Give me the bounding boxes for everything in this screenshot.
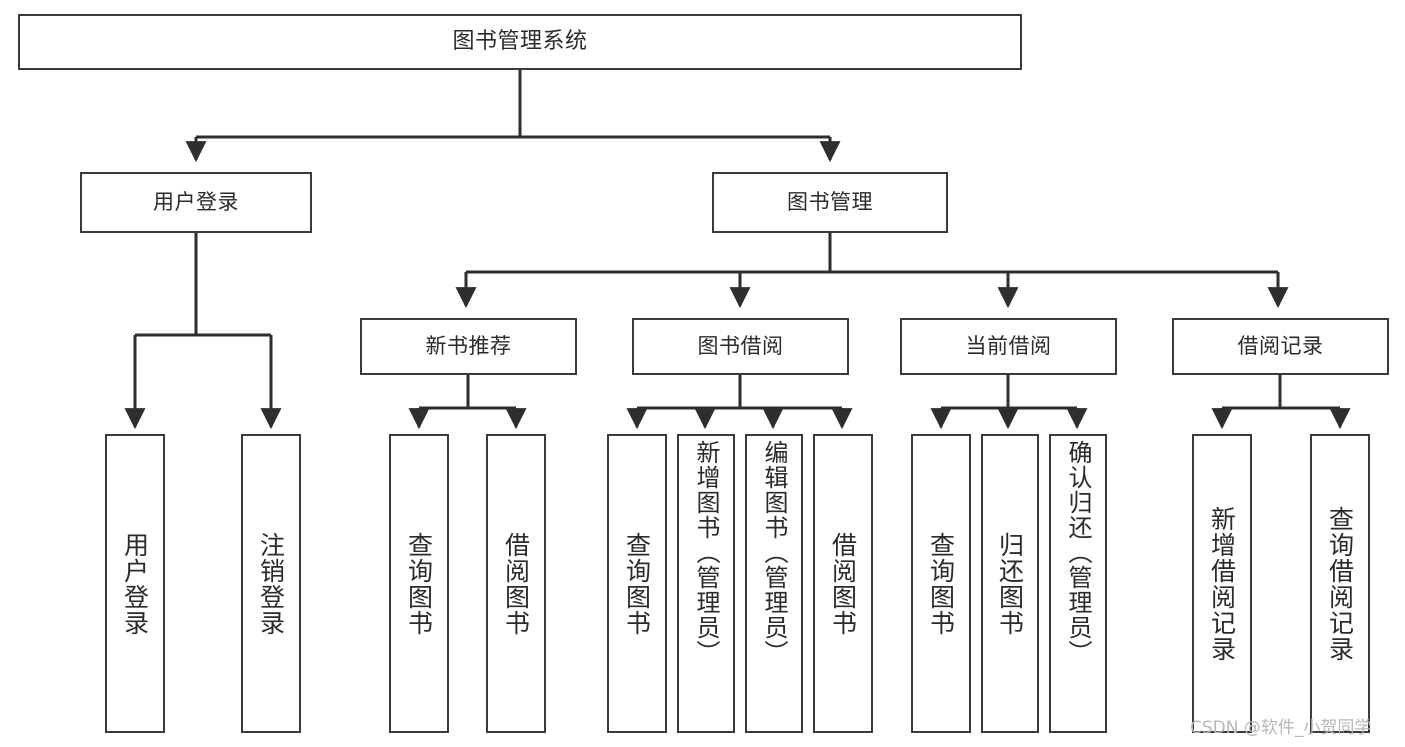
node-label: 编辑图书（管理员） <box>760 440 788 665</box>
node-label: 查询图书 <box>926 531 956 636</box>
node-label: 新增借阅记录 <box>1207 505 1237 662</box>
leaf-borrow-edit-book-admin[interactable]: 编辑图书（管理员） <box>745 434 803 733</box>
leaf-current-return-book[interactable]: 归还图书 <box>981 434 1039 733</box>
node-label: 查询图书 <box>404 531 434 636</box>
node-label: 查询借阅记录 <box>1325 505 1355 662</box>
node-label: 图书管理系统 <box>452 28 588 54</box>
node-borrow-record[interactable]: 借阅记录 <box>1172 318 1389 375</box>
leaf-borrow-query-book[interactable]: 查询图书 <box>607 434 667 733</box>
node-label: 新增图书（管理员） <box>692 440 720 665</box>
node-label: 图书管理 <box>787 189 873 214</box>
node-label: 借阅图书 <box>501 531 531 636</box>
node-current-borrow[interactable]: 当前借阅 <box>900 318 1117 375</box>
node-label: 借阅图书 <box>828 531 858 636</box>
node-book-management[interactable]: 图书管理 <box>712 172 948 233</box>
leaf-record-add-record[interactable]: 新增借阅记录 <box>1192 434 1252 733</box>
node-book-borrow[interactable]: 图书借阅 <box>632 318 849 375</box>
leaf-borrow-add-book-admin[interactable]: 新增图书（管理员） <box>677 434 735 733</box>
node-label: 查询图书 <box>622 531 652 636</box>
node-user-login[interactable]: 用户登录 <box>80 172 312 233</box>
node-label: 借阅记录 <box>1237 333 1324 358</box>
leaf-recommend-query-book[interactable]: 查询图书 <box>389 434 449 733</box>
leaf-user-login-logout[interactable]: 注销登录 <box>241 434 301 733</box>
node-label: 图书借阅 <box>697 333 784 358</box>
node-label: 注销登录 <box>256 531 286 636</box>
leaf-borrow-borrow-book[interactable]: 借阅图书 <box>813 434 873 733</box>
node-label: 确认归还（管理员） <box>1064 440 1092 665</box>
node-label: 当前借阅 <box>965 333 1052 358</box>
node-root-system[interactable]: 图书管理系统 <box>18 14 1022 70</box>
node-label: 新书推荐 <box>425 333 512 358</box>
csdn-watermark: CSDN @软件_小贺同学 <box>1190 718 1372 738</box>
node-new-book-recommend[interactable]: 新书推荐 <box>360 318 577 375</box>
leaf-current-query-book[interactable]: 查询图书 <box>911 434 971 733</box>
node-label: 用户登录 <box>120 531 150 636</box>
leaf-record-query-record[interactable]: 查询借阅记录 <box>1310 434 1370 733</box>
node-label: 归还图书 <box>995 531 1025 636</box>
leaf-recommend-borrow-book[interactable]: 借阅图书 <box>486 434 546 733</box>
leaf-user-login-login[interactable]: 用户登录 <box>105 434 165 733</box>
node-label: 用户登录 <box>153 189 239 214</box>
leaf-current-confirm-return-admin[interactable]: 确认归还（管理员） <box>1049 434 1107 733</box>
